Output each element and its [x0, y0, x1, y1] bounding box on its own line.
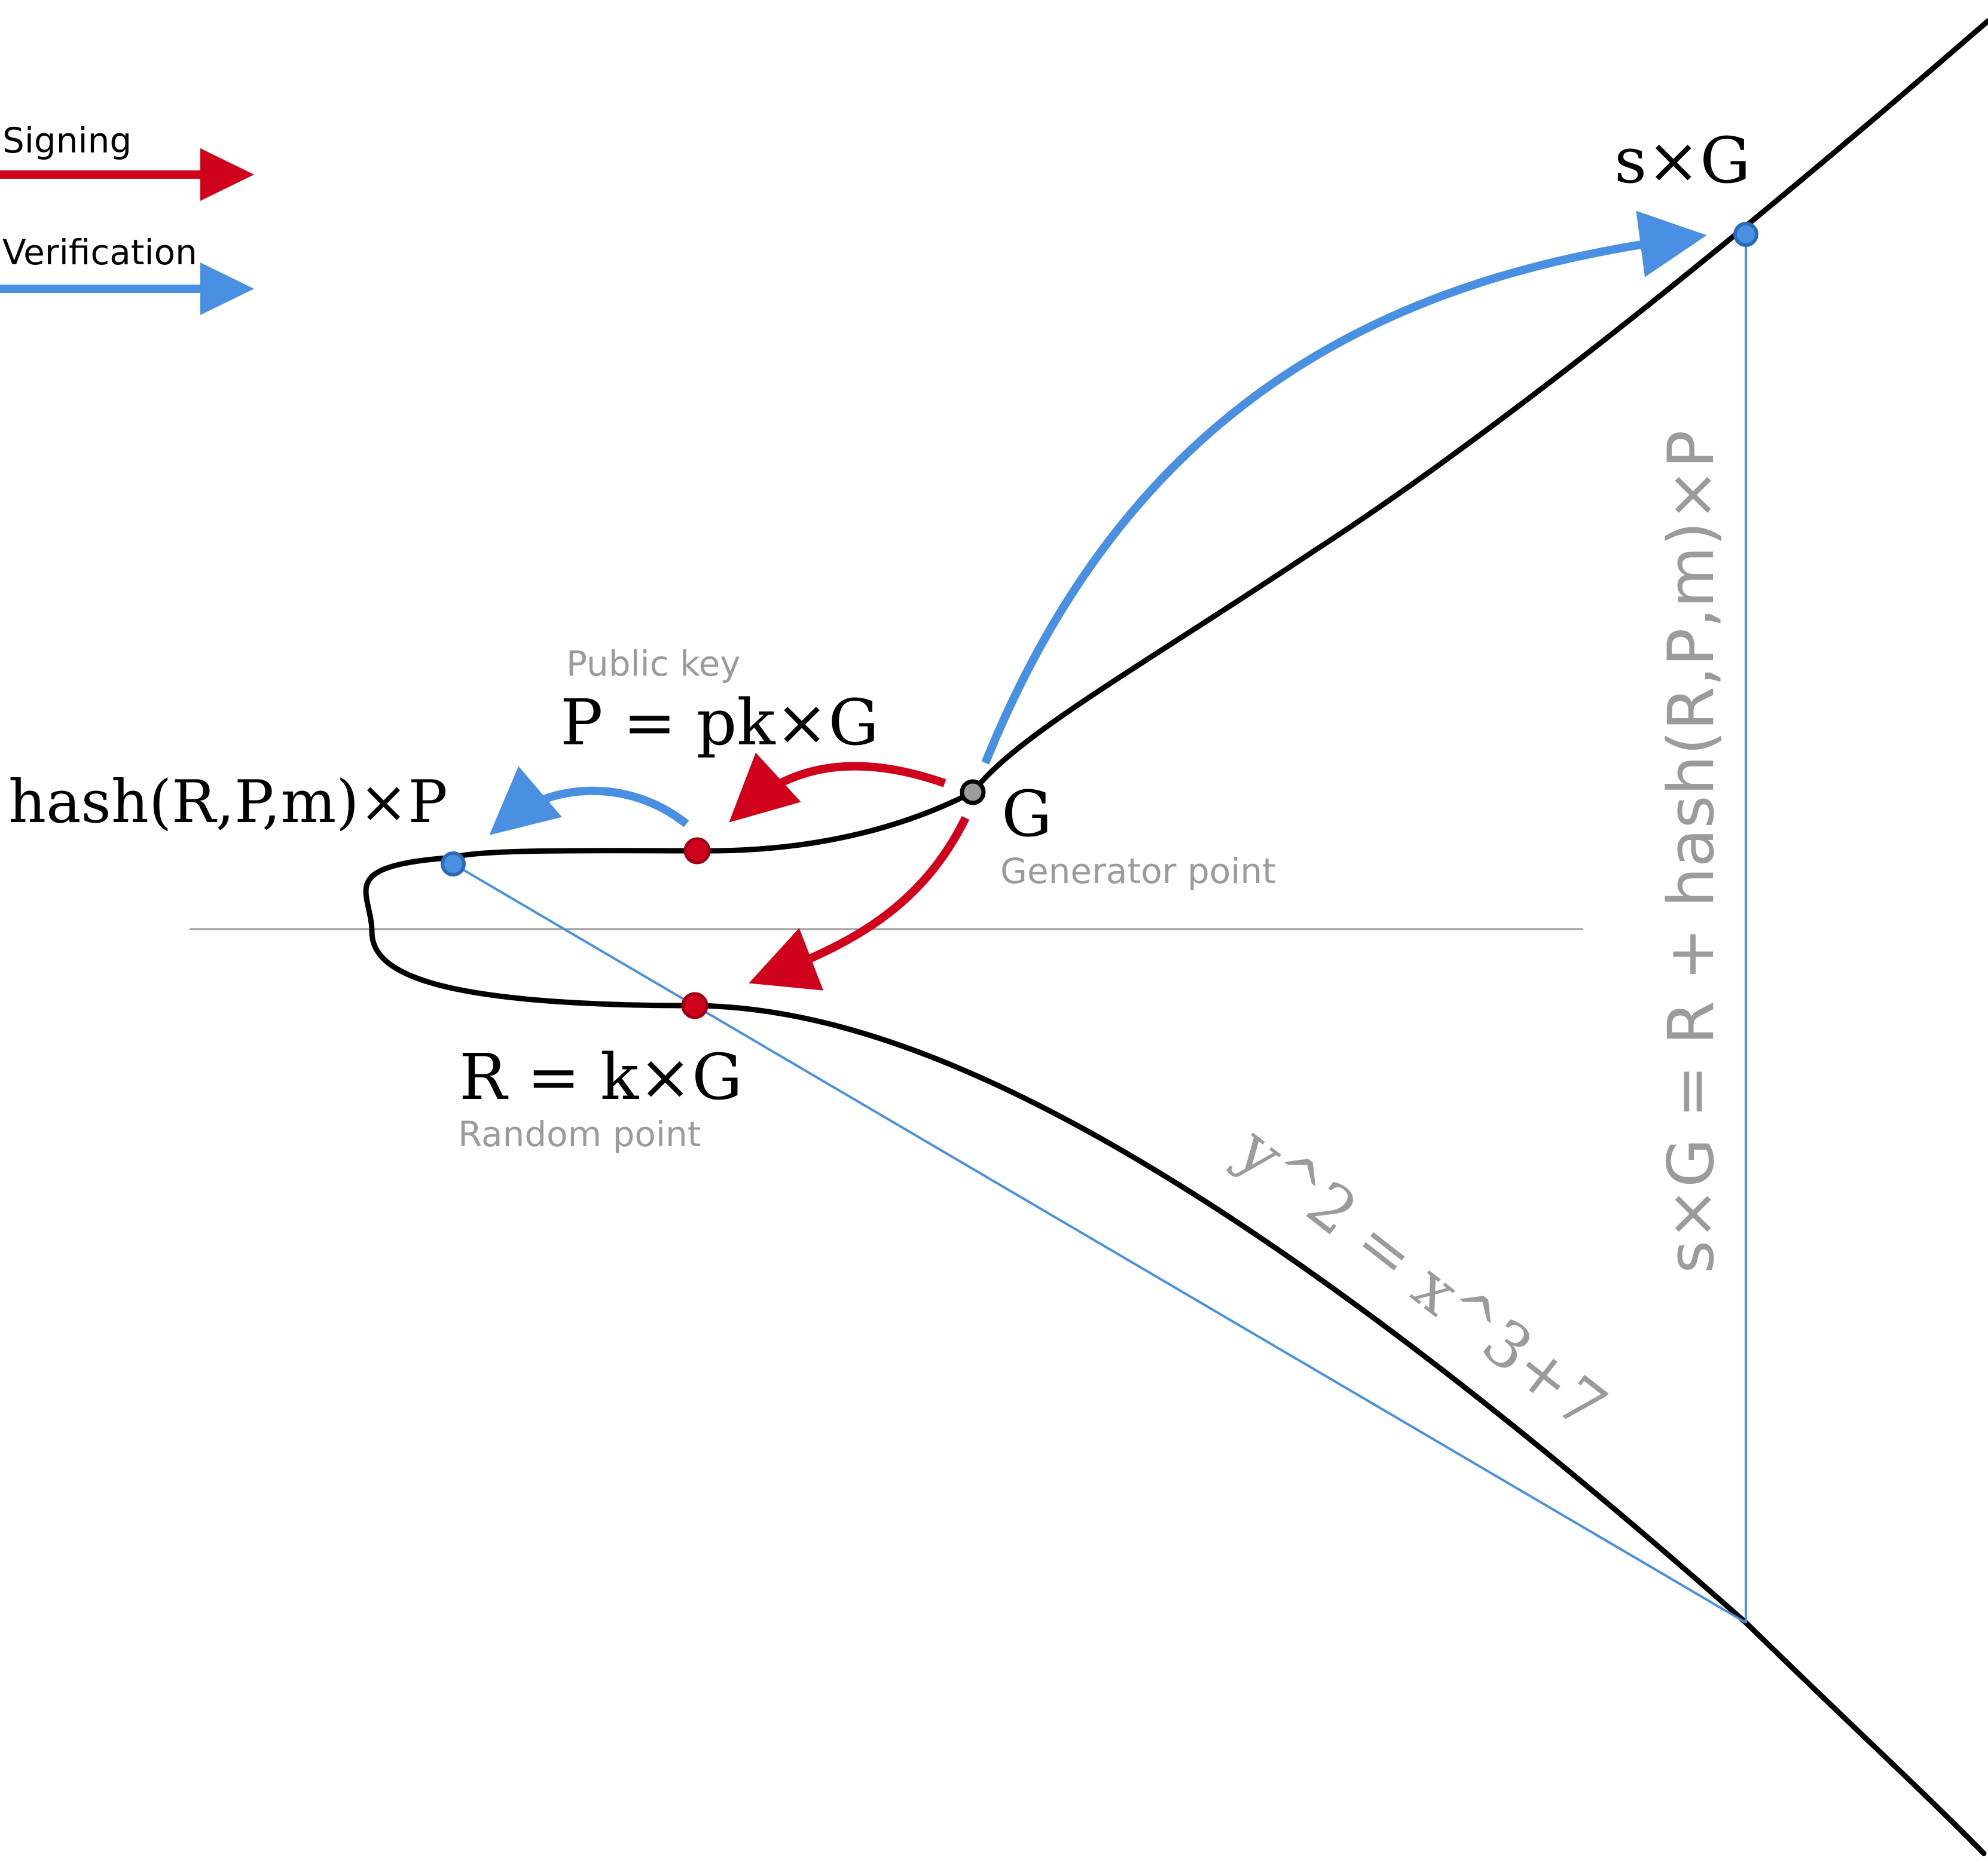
legend: Signing Verification [0, 120, 254, 315]
label-sg: s×G [1614, 124, 1751, 197]
point-sg [1733, 222, 1758, 247]
point-hashp [441, 851, 466, 876]
label-p: P = pk×G [560, 686, 879, 759]
legend-signing-arrow-head [200, 148, 254, 201]
legend-verification-label: Verification [2, 232, 197, 273]
verification-secant-line [452, 863, 1747, 1624]
point-p [683, 837, 711, 865]
label-hashp: hash(R,P,m)×P [8, 768, 448, 836]
label-g: G [1001, 777, 1052, 851]
verification-arrow-p-to-hashp [489, 766, 689, 835]
sublabel-g: Generator point [1000, 851, 1276, 891]
verification-equation: s×G = R + hash(R,P,m)×P [1654, 430, 1728, 1273]
point-r [681, 992, 709, 1019]
signing-arrow-g-to-p [729, 752, 946, 823]
legend-verification-arrow-head [200, 262, 254, 315]
label-r: R = k×G [459, 1040, 743, 1114]
elliptic-curve [363, 18, 1988, 1856]
point-g [960, 779, 986, 805]
verification-arrow-g-to-sg [981, 210, 1707, 765]
sublabel-p: Public key [566, 643, 741, 684]
curve-equation: y^2 = x^3+7 [1223, 1112, 1620, 1444]
signing-arrow-g-to-r [749, 816, 970, 991]
legend-signing-label: Signing [2, 120, 132, 161]
sublabel-r: Random point [458, 1114, 701, 1154]
